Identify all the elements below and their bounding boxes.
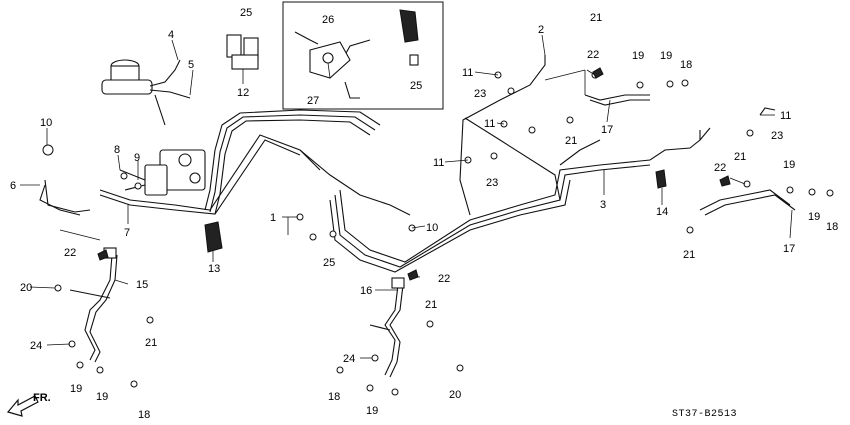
callout: 21: [683, 249, 695, 261]
callout: 25: [240, 7, 252, 19]
brake-pipe-bundle: [99, 55, 711, 273]
leader-lines: [20, 34, 793, 359]
inset-parts: [294, 9, 419, 99]
callout: 4: [168, 29, 174, 41]
callout: 18: [680, 59, 692, 71]
callout: 20: [449, 389, 461, 401]
callout: 9: [134, 152, 140, 164]
callout: 25: [323, 257, 335, 269]
callout: 2: [538, 24, 544, 36]
clips: [97, 67, 731, 281]
callout: 19: [366, 405, 378, 417]
abs-modulator-unit: [119, 149, 206, 196]
callout: 3: [600, 199, 606, 211]
callout: 19: [808, 211, 820, 223]
callout: 18: [826, 221, 838, 233]
callout: 25: [410, 80, 422, 92]
callout: 5: [188, 59, 194, 71]
callout: 16: [360, 285, 372, 297]
callout: 27: [307, 95, 319, 107]
front-direction-arrow: [6, 395, 39, 417]
callout: 20: [20, 282, 32, 294]
callout: 21: [565, 135, 577, 147]
callout: 22: [438, 273, 450, 285]
callout: 11: [780, 110, 791, 122]
callout: 6: [10, 180, 16, 192]
callout: 13: [208, 263, 220, 275]
callout: 21: [425, 299, 437, 311]
callout: 15: [136, 279, 148, 291]
callout: 19: [70, 383, 82, 395]
callout: 23: [474, 88, 486, 100]
callout: 1: [270, 212, 276, 224]
inset-box: [282, 1, 444, 110]
drawing-code: ST37-B2513: [672, 409, 737, 420]
callout: 10: [426, 222, 438, 234]
callout: 21: [590, 12, 602, 24]
callout: 26: [322, 14, 334, 26]
callout: 22: [714, 162, 726, 174]
callout: 19: [96, 391, 108, 403]
callout: 21: [145, 337, 157, 349]
part-12-relays: [226, 34, 259, 70]
callout: 19: [632, 50, 644, 62]
front-right-hose: [369, 277, 405, 378]
callout: 11: [484, 118, 495, 130]
part-14-clamp: [655, 169, 667, 189]
callout-labels: 1 2 3 4 5 6 7 8 9 10 10 11 11 11 11 12 1…: [10, 7, 838, 421]
callout: 24: [30, 340, 42, 352]
callout: 18: [328, 391, 340, 403]
callout: 21: [734, 151, 746, 163]
callout: 23: [771, 130, 783, 142]
callout: 8: [114, 144, 120, 156]
callout: 7: [124, 227, 130, 239]
callout: 11: [462, 67, 473, 79]
callout: 12: [237, 87, 249, 99]
callout: 18: [138, 409, 150, 421]
master-cylinder-reservoir: [101, 59, 191, 126]
callout: 23: [486, 177, 498, 189]
front-left-hose: [69, 247, 118, 363]
callout: 14: [656, 206, 668, 218]
callout: 11: [433, 157, 444, 169]
part-13-block: [204, 221, 223, 253]
callout: 22: [64, 247, 76, 259]
callout: 10: [40, 117, 52, 129]
callout: 19: [660, 50, 672, 62]
callout: 22: [587, 49, 599, 61]
direction-label: FR.: [33, 392, 51, 404]
callout: 17: [601, 124, 613, 136]
right-hoses: [584, 94, 796, 216]
callout: 24: [343, 353, 355, 365]
callout: 19: [783, 159, 795, 171]
callout: 17: [783, 243, 795, 255]
